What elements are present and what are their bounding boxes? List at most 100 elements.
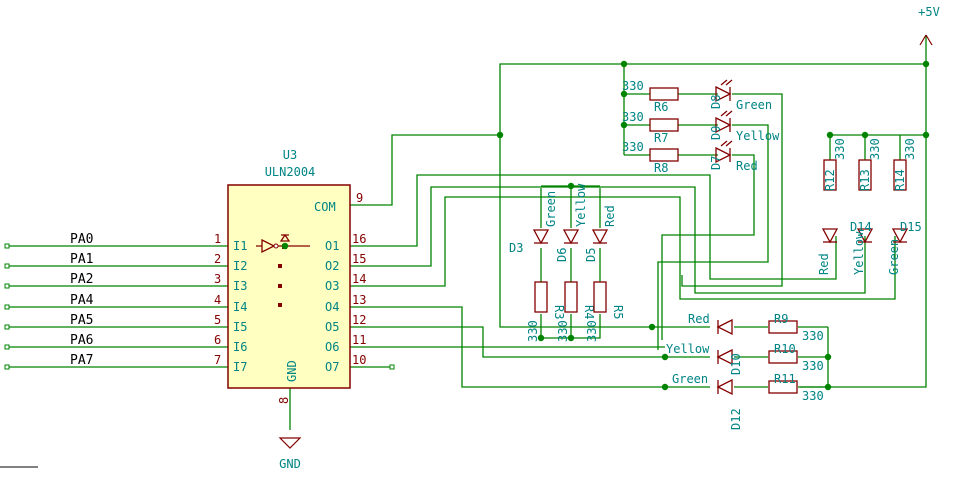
ic-value: ULN2004 [265,165,316,179]
ic-pin-number: 6 [214,333,221,347]
led-color: Red [603,205,617,227]
junction-dot-icon [567,334,575,342]
net-label: PA0 [70,232,93,247]
o1-wire [350,174,837,280]
net-label: PA6 [70,333,93,348]
led-color: Yellow [852,231,866,275]
gnd-label: GND [279,457,301,471]
vcc-arrow-icon [919,34,933,46]
ic-pin-number: 12 [352,313,366,327]
ic-com-label: COM [314,200,336,214]
junction-dot-icon [826,131,834,139]
led-ref: D5 [584,248,598,262]
resistor-value: 330 [622,140,644,154]
resistor-value: 330 [802,389,824,403]
resistor-R12 [823,159,837,191]
junction-dot-icon [620,90,628,98]
dot-icon [278,284,282,288]
ic-pin-number: 10 [352,353,366,367]
led-color: Red [688,312,710,326]
resistor-ref: R9 [774,312,788,326]
junction-dot-icon [537,334,545,342]
junction-dot-icon [620,60,628,68]
led-color: Yellow [736,129,780,143]
resistor-R11 [768,380,798,394]
resistor-value: 330 [556,320,570,342]
net-label: PA4 [70,293,94,308]
ic-pin-name: I4 [233,300,247,314]
mid-led-anode-wires [540,184,601,228]
led-ref: D3 [509,241,523,255]
dot-icon [278,303,282,307]
o3-wire [350,196,896,300]
resistor-R3 [534,281,548,313]
led-D11 [716,318,733,336]
led-ref: D14 [850,220,872,234]
power-symbols: +5V GND [278,5,940,471]
junction-dot-icon [824,383,832,391]
junction-dot-icon [661,353,669,361]
input-terminal-icon [4,304,10,310]
resistor-value: 330 [585,320,599,342]
led-D9 [715,110,733,134]
junction-dot-icon [648,323,656,331]
ic-ref: U3 [283,148,297,162]
ic-gnd-label: GND [285,360,299,382]
ic-pin-name: O4 [325,300,339,314]
ic-pin-number: 4 [214,293,221,307]
led-D8 [715,79,733,103]
resistor-R8 [649,148,679,162]
ic-pin-number: 1 [214,232,221,246]
input-terminal-icon [4,324,10,330]
resistor-R6 [649,87,679,101]
resistor-ref: R5 [611,305,625,319]
led-D14 [856,228,874,244]
d8-cathode-wire [681,93,783,287]
led-color: Green [672,372,708,386]
ic-pin-name: O2 [325,259,339,273]
input-terminal-icon [4,243,10,249]
ic-pin-name: I3 [233,279,247,293]
ic-pin-number: 13 [352,293,366,307]
net-label: PA7 [70,353,93,368]
input-terminal-icon [4,283,10,289]
junction-dot-icon [861,131,869,139]
led-color: Yellow [666,342,710,356]
resistor-value: 330 [802,359,824,373]
resistor-value: 330 [526,320,540,342]
net-label: PA2 [70,272,93,287]
led-ref: D8 [709,95,723,109]
led-D13 [821,228,839,244]
led-ref: D7 [709,156,723,170]
com-wire [350,134,500,206]
resistor-ref: R3 [552,305,566,319]
junction-dot-icon [620,121,628,129]
junction-dot-icon [281,242,289,250]
resistor-value: 330 [903,138,917,160]
ic-gnd-pin: 8 [277,397,291,404]
led-ref: D10 [729,353,743,375]
resistor-ref: R8 [654,161,668,175]
junction-dot-icon [496,131,504,139]
ic-pin-number: 7 [214,353,221,367]
ic-pin-name: I6 [233,340,247,354]
ic-com-pin: 9 [356,191,363,205]
junction-dot-icon [661,383,669,391]
ic-pin-number: 5 [214,313,221,327]
resistor-R5 [593,281,607,313]
ic-pin-name: O6 [325,340,339,354]
net-label: PA1 [70,252,93,267]
resistor-ref: R11 [774,372,796,386]
resistor-ref: R14 [893,169,907,191]
buffer-bubble-icon [273,243,279,249]
led-ref: D12 [729,408,743,430]
resistor-value: 330 [802,329,824,343]
d9-cathode-wire [657,124,769,350]
resistor-ref: R6 [654,100,668,114]
ic-pin-name: I1 [233,239,247,253]
led-D5 [591,229,609,245]
mid-led-cathode-wires [540,248,601,282]
led-D7 [715,140,733,164]
led-D3 [532,229,550,245]
